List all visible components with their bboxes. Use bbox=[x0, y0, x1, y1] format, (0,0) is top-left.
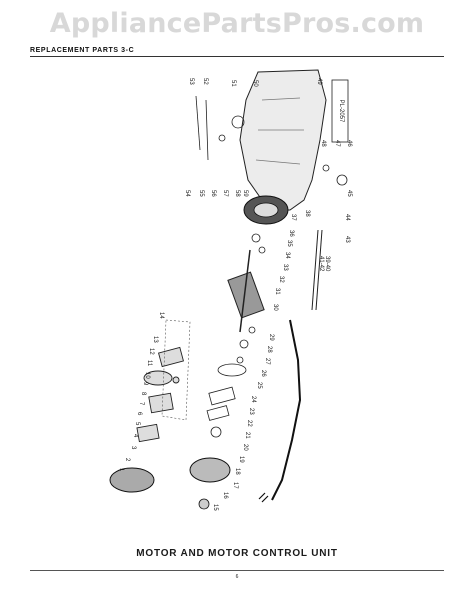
callout-27: 27 bbox=[264, 358, 270, 365]
callout-43: 43 bbox=[344, 236, 350, 243]
callout-44: 44 bbox=[344, 214, 350, 221]
small-nut bbox=[198, 498, 210, 510]
callout-34: 34 bbox=[284, 252, 290, 259]
callout-4: 4 bbox=[132, 434, 138, 438]
callout-38: 38 bbox=[304, 210, 310, 217]
watermark: AppliancePartsPros.com bbox=[49, 8, 425, 39]
callout-3: 3 bbox=[130, 446, 136, 450]
end-bell bbox=[189, 457, 231, 483]
callout-58: 58 bbox=[234, 190, 240, 197]
callout-17: 17 bbox=[232, 482, 238, 489]
callout-12: 12 bbox=[148, 348, 154, 355]
callouts-motor-stack: 15 16 17 18 19 20 21 22 23 24 25 26 27 2… bbox=[212, 210, 310, 511]
lead-wire bbox=[311, 229, 319, 311]
callout-19: 19 bbox=[238, 456, 244, 463]
header-divider bbox=[30, 56, 444, 57]
callout-23: 23 bbox=[248, 408, 254, 415]
callout-32: 32 bbox=[278, 276, 284, 283]
callout-13: 13 bbox=[152, 336, 158, 343]
callout-21: 21 bbox=[244, 432, 250, 439]
page-number: 6 bbox=[235, 574, 239, 580]
cord-plug bbox=[258, 492, 269, 503]
callout-18: 18 bbox=[234, 468, 240, 475]
callout-49: 49 bbox=[316, 78, 322, 85]
control-outline bbox=[161, 319, 191, 421]
callout-45: 45 bbox=[346, 190, 352, 197]
armature-shaft bbox=[239, 249, 251, 333]
callout-59: 59 bbox=[242, 190, 248, 197]
callout-41-42: 41-42 bbox=[318, 256, 324, 272]
top-small-parts bbox=[195, 95, 348, 186]
callout-2: 2 bbox=[124, 458, 130, 462]
callout-35: 35 bbox=[286, 240, 292, 247]
callout-10: 10 bbox=[144, 372, 150, 379]
callout-39-40: 39-40 bbox=[324, 256, 330, 272]
armature bbox=[227, 271, 265, 319]
callout-11: 11 bbox=[146, 360, 152, 367]
callout-37: 37 bbox=[290, 214, 296, 221]
callout-55: 55 bbox=[198, 190, 204, 197]
callout-29: 29 bbox=[268, 334, 274, 341]
callout-8: 8 bbox=[140, 392, 146, 396]
callout-53: 53 bbox=[188, 78, 194, 85]
callout-47: 47 bbox=[334, 140, 340, 147]
lead-wire-2 bbox=[315, 229, 323, 311]
callout-33: 33 bbox=[282, 264, 288, 271]
callout-26: 26 bbox=[260, 370, 266, 377]
base-cover bbox=[109, 467, 155, 493]
callout-52: 52 bbox=[202, 78, 208, 85]
callout-22: 22 bbox=[246, 420, 252, 427]
callout-48: 48 bbox=[320, 140, 326, 147]
exploded-parts-diagram: PL-2057 bbox=[109, 69, 352, 511]
callout-20: 20 bbox=[242, 444, 248, 451]
callout-5: 5 bbox=[134, 422, 140, 426]
callout-9: 9 bbox=[142, 382, 148, 386]
callout-54: 54 bbox=[184, 190, 190, 197]
plate-label: PL-2057 bbox=[338, 100, 344, 123]
callout-6: 6 bbox=[136, 412, 142, 416]
callout-46: 46 bbox=[346, 140, 352, 147]
callouts-control: 1 2 3 4 5 6 7 8 9 10 11 12 13 14 bbox=[118, 312, 164, 472]
housing-detail bbox=[255, 97, 304, 165]
callouts-cord-housing: 39-40 41-42 43 44 45 46 47 48 49 50 51 5… bbox=[184, 78, 352, 272]
footer-divider bbox=[30, 570, 444, 571]
power-cord bbox=[271, 319, 302, 501]
callout-36: 36 bbox=[288, 230, 294, 237]
callout-15: 15 bbox=[212, 504, 218, 511]
callout-57: 57 bbox=[222, 190, 228, 197]
callout-50: 50 bbox=[252, 80, 258, 87]
callout-7: 7 bbox=[138, 402, 144, 406]
callout-1: 1 bbox=[118, 468, 124, 472]
callout-51: 51 bbox=[230, 80, 236, 87]
callout-56: 56 bbox=[210, 190, 216, 197]
plate-label-box bbox=[331, 79, 349, 143]
field-coil-inner bbox=[253, 202, 279, 218]
callout-30: 30 bbox=[272, 304, 278, 311]
callout-16: 16 bbox=[222, 492, 228, 499]
callout-24: 24 bbox=[250, 396, 256, 403]
callout-14: 14 bbox=[158, 312, 164, 319]
callout-31: 31 bbox=[274, 288, 280, 295]
page-header: REPLACEMENT PARTS 3-C bbox=[30, 47, 135, 54]
motor-housing bbox=[239, 69, 327, 211]
motor-stack-parts bbox=[206, 233, 266, 438]
motor-control-unit bbox=[136, 346, 184, 443]
callout-25: 25 bbox=[256, 382, 262, 389]
callout-28: 28 bbox=[266, 346, 272, 353]
figure-caption: MOTOR AND MOTOR CONTROL UNIT bbox=[136, 548, 338, 559]
